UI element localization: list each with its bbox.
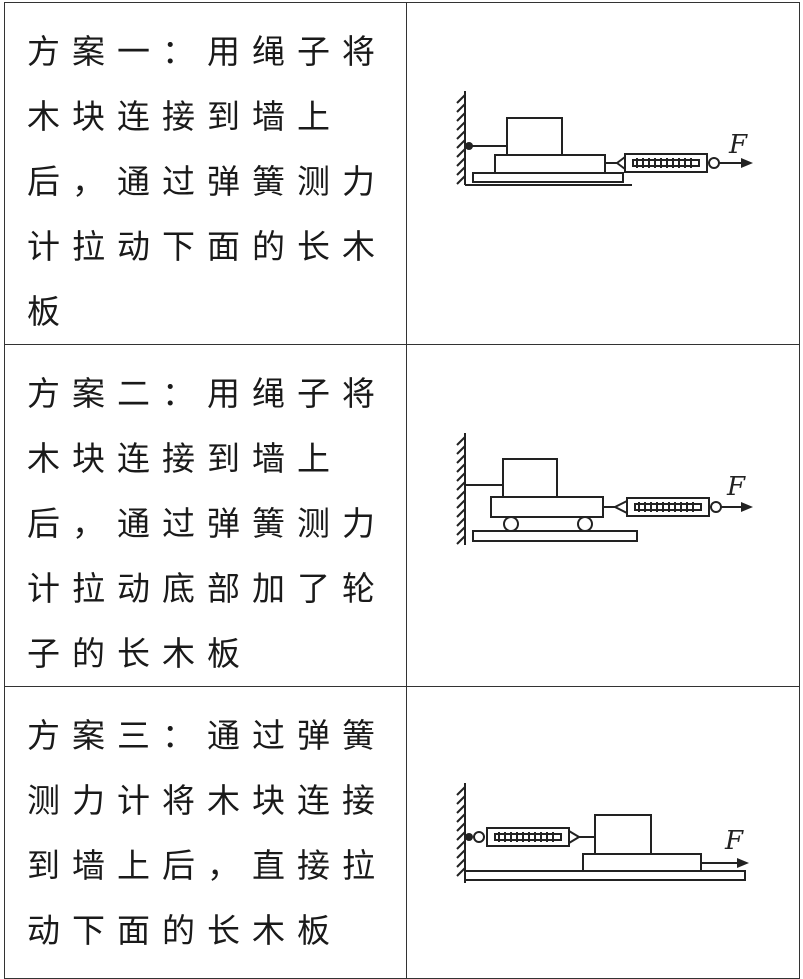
plan-1-diagram: F (456, 91, 753, 186)
plan-3-description: 方案三：通过弹簧测力计将木块连接到墙上后，直接拉动下面的长木板 (27, 716, 387, 950)
spring-ring (473, 831, 485, 843)
spring-scale-ticks (638, 502, 694, 512)
force-label: F (726, 472, 746, 502)
spring-scale-body (486, 827, 570, 847)
spring-scale-body (626, 497, 710, 517)
wall-hatching (456, 786, 466, 877)
plan-2-description: 方案二：用绳子将木块连接到墙上后，通过弹簧测力计拉动底部加了轮子的长木板 (27, 374, 387, 673)
force-label: F (724, 826, 744, 856)
spring-scale-body (624, 153, 708, 173)
plans-sheet: 方案一：用绳子将木块连接到墙上后，通过弹簧测力计拉动下面的长木板 (4, 2, 800, 979)
plan-3-text-cell: 方案三：通过弹簧测力计将木块连接到墙上后，直接拉动下面的长木板 (4, 686, 407, 979)
lower-plank (494, 154, 606, 174)
long-board (472, 172, 624, 183)
plan-2-diagram: F (456, 433, 753, 545)
wood-block (502, 458, 558, 498)
spring-scale-ticks (498, 832, 554, 842)
plan-1-figure-cell: F (406, 2, 800, 345)
plan-3-figure-cell: F (406, 686, 800, 979)
plan-row-2: 方案二：用绳子将木块连接到墙上后，通过弹簧测力计拉动底部加了轮子的长木板 (4, 344, 800, 687)
wall-hatching (456, 436, 466, 545)
lower-plank (582, 853, 702, 872)
wood-block (594, 814, 652, 855)
long-board (464, 870, 746, 881)
spring-ring (708, 157, 720, 169)
wheel-left (503, 516, 519, 532)
spring-ring (710, 501, 722, 513)
wall-anchor (465, 833, 473, 841)
force-label: F (728, 130, 748, 160)
plan-row-3: 方案三：通过弹簧测力计将木块连接到墙上后，直接拉动下面的长木板 (4, 686, 800, 979)
force-arrowhead (737, 858, 749, 868)
wheeled-board (490, 496, 604, 518)
force-arrowhead (741, 502, 753, 512)
plan-2-text-cell: 方案二：用绳子将木块连接到墙上后，通过弹簧测力计拉动底部加了轮子的长木板 (4, 344, 407, 687)
wood-block (506, 117, 563, 156)
plan-3-diagram: F (456, 783, 749, 883)
wall-anchor (465, 142, 473, 150)
wheel-right (577, 516, 593, 532)
plan-row-1: 方案一：用绳子将木块连接到墙上后，通过弹簧测力计拉动下面的长木板 (4, 2, 800, 345)
plans-table: 方案一：用绳子将木块连接到墙上后，通过弹簧测力计拉动下面的长木板 (4, 2, 800, 979)
plan-1-text-cell: 方案一：用绳子将木块连接到墙上后，通过弹簧测力计拉动下面的长木板 (4, 2, 407, 345)
long-board (472, 530, 638, 542)
wall-hatching (456, 94, 466, 185)
spring-scale-ticks (636, 158, 692, 168)
plan-2-figure-cell: F (406, 344, 800, 687)
force-arrowhead (741, 158, 753, 168)
plan-1-description: 方案一：用绳子将木块连接到墙上后，通过弹簧测力计拉动下面的长木板 (27, 32, 387, 331)
